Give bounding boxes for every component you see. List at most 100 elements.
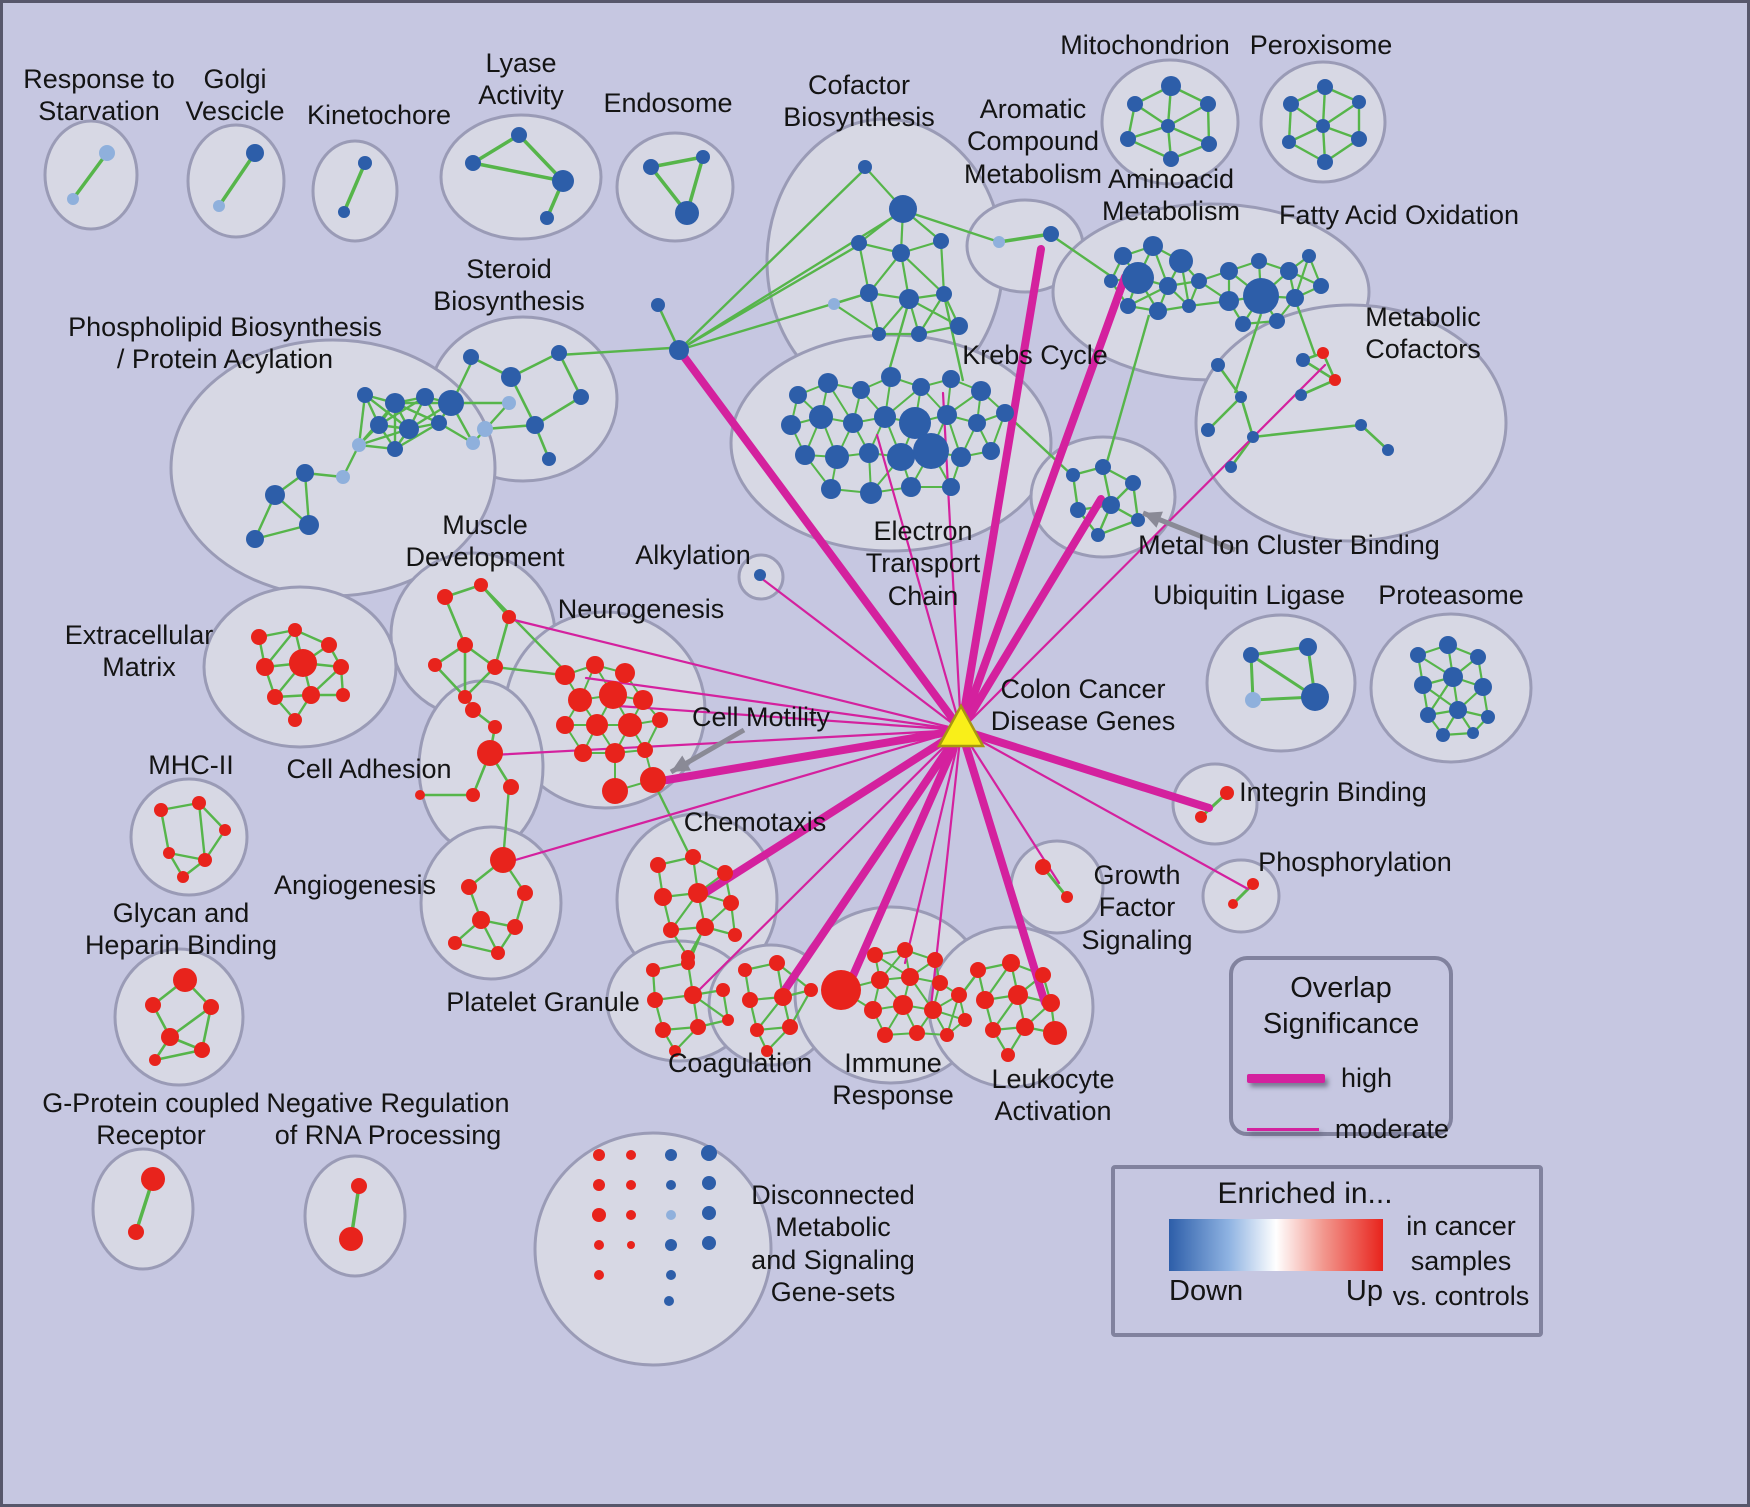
- gene-set-node-junction: [651, 298, 665, 312]
- gene-set-node-lyase-activity: [511, 127, 527, 143]
- gene-set-node-immune-response: [821, 970, 861, 1010]
- gene-set-node-mitochondrion: [1161, 76, 1181, 96]
- gene-set-node-extracellular-matrix: [288, 713, 302, 727]
- gene-set-node-angiogenesis: [448, 936, 462, 950]
- gene-set-node-extracellular-matrix: [336, 688, 350, 702]
- cluster-disconnected-gene-sets: [533, 1131, 773, 1367]
- gene-set-node-glycan-heparin-binding: [149, 1054, 161, 1066]
- gene-set-node-disconnected-gene-sets: [594, 1270, 604, 1280]
- legend-enriched-body: Down Up in cancer samples vs. controls: [1115, 1211, 1539, 1314]
- inter-cluster-edge: [1050, 234, 1116, 280]
- gene-set-node-cofactor-biosynthesis: [889, 195, 917, 223]
- gene-set-node-electron-transport-chain: [951, 447, 971, 467]
- cluster-metabolic-cofactors: [1194, 303, 1508, 543]
- gene-set-node-coagulation: [761, 1045, 773, 1057]
- gene-set-node-immune-response: [893, 995, 913, 1015]
- gene-set-node-neurogenesis: [633, 690, 653, 710]
- gene-set-node-neurogenesis: [615, 663, 635, 683]
- inter-cluster-edge: [678, 209, 904, 352]
- gene-set-node-cell-adhesion: [503, 779, 519, 795]
- gene-set-node-electron-transport-chain: [881, 367, 901, 387]
- gene-set-edge: [443, 596, 467, 646]
- gene-set-node-muscle-development: [458, 690, 472, 704]
- gene-set-node-neurogenesis: [602, 778, 628, 804]
- overlap-edge-moderate: [959, 363, 1327, 732]
- inter-cluster-edge: [558, 346, 672, 357]
- gene-set-node-steroid-biosynthesis: [542, 452, 556, 466]
- layer-arrows: [669, 510, 1236, 775]
- gene-set-edge: [472, 161, 564, 183]
- gene-set-node-electron-transport-chain: [968, 414, 986, 432]
- gene-set-edge: [154, 1048, 203, 1062]
- gene-set-node-junction: [669, 340, 689, 360]
- gene-set-edge: [1207, 396, 1242, 431]
- gene-set-node-metabolic-cofactors: [1355, 419, 1367, 431]
- cluster-lyase-activity: [439, 113, 603, 241]
- gene-set-node-immune-response: [951, 987, 967, 1003]
- gene-set-node-electron-transport-chain: [982, 442, 1000, 460]
- gene-set-node-aminoacid-fattyacid: [1120, 298, 1136, 314]
- overlap-edge-high: [957, 495, 1105, 734]
- inter-cluster-edge: [904, 209, 1000, 244]
- gene-set-node-angiogenesis: [472, 911, 490, 929]
- gene-set-edge: [197, 802, 207, 861]
- gene-set-node-muscle-development: [487, 659, 503, 675]
- gene-set-node-disconnected-gene-sets: [666, 1210, 676, 1220]
- gene-set-node-peroxisome: [1283, 96, 1299, 112]
- gene-set-node-mitochondrion: [1200, 96, 1216, 112]
- layer-magenta: [490, 245, 1327, 1009]
- gene-set-node-phospholipid-biosynthesis: [416, 388, 434, 406]
- gene-set-node-aminoacid-fattyacid: [1114, 247, 1132, 265]
- gene-set-node-electron-transport-chain: [852, 381, 870, 399]
- overlap-edge-moderate: [616, 704, 963, 732]
- gene-set-node-disconnected-gene-sets: [626, 1180, 636, 1190]
- gene-set-node-disconnected-gene-sets: [626, 1150, 636, 1160]
- gene-set-node-neurogenesis: [586, 714, 608, 736]
- gene-set-node-platelet-granule: [690, 1019, 706, 1035]
- cluster-endosome: [615, 131, 735, 243]
- gene-set-edge: [472, 133, 520, 165]
- gene-set-node-leukocyte-activation: [985, 1022, 1001, 1038]
- layer-nodes: [67, 76, 1495, 1306]
- gene-set-node-electron-transport-chain: [789, 386, 807, 404]
- gene-set-node-leukocyte-activation: [1008, 985, 1028, 1005]
- gradient-column: Down Up: [1169, 1219, 1383, 1314]
- gene-set-node-proteasome: [1439, 636, 1457, 654]
- gene-set-node-platelet-granule: [684, 986, 702, 1004]
- gene-set-node-phospholipid-biosynthesis: [385, 393, 405, 413]
- gene-set-node-platelet-granule: [681, 956, 695, 970]
- gene-set-node-disconnected-gene-sets: [593, 1179, 605, 1191]
- gene-set-edge: [833, 303, 880, 335]
- overlap-edge-moderate: [759, 576, 963, 732]
- gene-set-node-negative-regulation-rna: [339, 1227, 363, 1251]
- gene-set-node-immune-response: [940, 1028, 954, 1042]
- gene-set-node-platelet-granule: [722, 1014, 734, 1026]
- gene-set-node-neurogenesis: [605, 743, 625, 763]
- inter-cluster-edge: [942, 294, 965, 382]
- gene-set-node-metal-ion-cluster-binding: [1070, 502, 1086, 518]
- gene-set-node-integrin-binding: [1195, 811, 1207, 823]
- gene-set-node-electron-transport-chain: [795, 445, 815, 465]
- gene-set-edge: [71, 151, 109, 201]
- gene-set-node-electron-transport-chain: [996, 404, 1014, 422]
- gene-set-node-metabolic-cofactors: [1201, 423, 1215, 437]
- inter-cluster-edge: [678, 168, 866, 351]
- gene-set-node-disconnected-gene-sets: [702, 1206, 716, 1220]
- gene-set-node-phosphorylation: [1247, 878, 1259, 890]
- gene-set-node-phospholipid-biosynthesis: [466, 436, 480, 450]
- gene-set-node-integrin-binding: [1220, 786, 1234, 800]
- gene-set-node-chemotaxis: [650, 857, 666, 873]
- gene-set-node-electron-transport-chain: [913, 433, 949, 469]
- gene-set-edge: [1322, 101, 1360, 127]
- gene-set-node-peroxisome: [1317, 79, 1333, 95]
- gene-set-node-metabolic-cofactors: [1211, 358, 1225, 372]
- gene-set-node-aminoacid-fattyacid: [1286, 289, 1304, 307]
- gene-set-node-chemotaxis: [663, 922, 679, 938]
- gene-set-node-phospholipid-biosynthesis: [299, 515, 319, 535]
- gene-set-node-electron-transport-chain: [843, 413, 863, 433]
- gene-set-node-angiogenesis: [461, 879, 477, 895]
- gene-set-node-immune-response: [897, 942, 913, 958]
- gene-set-node-aminoacid-fattyacid: [1104, 274, 1118, 288]
- gene-set-node-electron-transport-chain: [860, 482, 882, 504]
